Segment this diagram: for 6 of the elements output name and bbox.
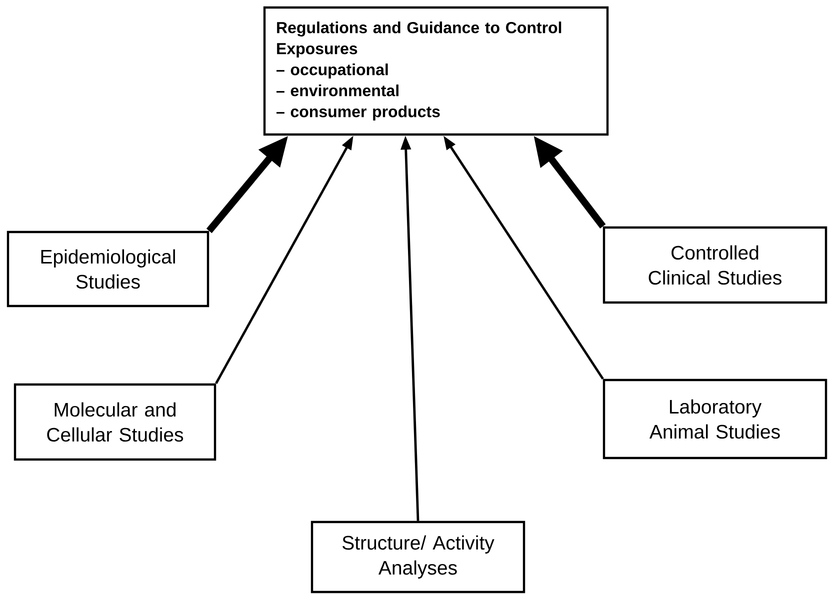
study-box: Laboratory Animal Studies xyxy=(602,378,828,460)
study-box: Controlled Clinical Studies xyxy=(602,226,828,304)
study-box: Structure/ Activity Analyses xyxy=(310,520,526,594)
heading-box: Regulations and Guidance to Control Exposures – occupational – environmental – consumer products xyxy=(263,6,609,136)
study-box: Epidemiological Studies xyxy=(6,230,210,308)
study-box: Molecular and Cellular Studies xyxy=(14,383,216,461)
